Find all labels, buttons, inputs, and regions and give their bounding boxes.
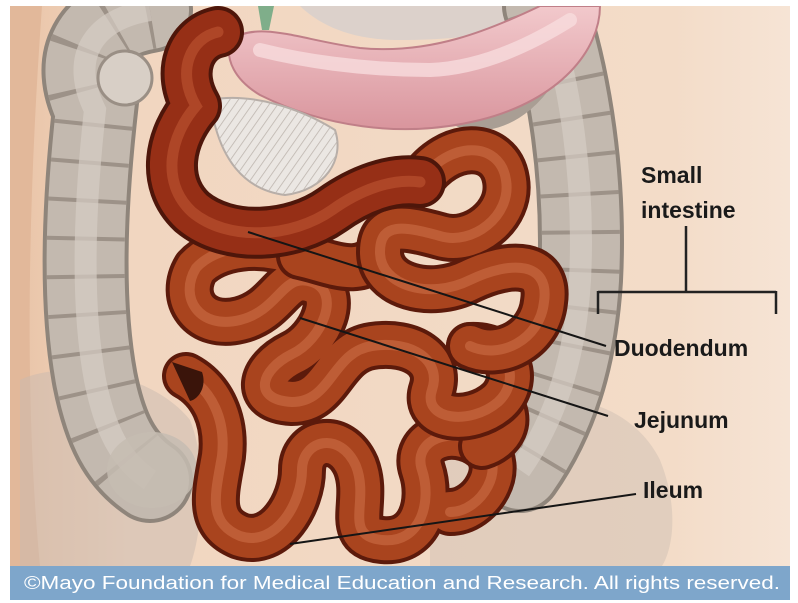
label-ileum: Ileum <box>643 477 703 503</box>
credit-text: ©Mayo Foundation for Medical Education a… <box>24 573 780 593</box>
label-small-intestine-line1: Small <box>641 162 702 188</box>
label-jejunum: Jejunum <box>634 407 729 433</box>
label-small-intestine-line2: intestine <box>641 197 736 223</box>
anatomy-artwork: Small intestine Duodendum Jejunum Ileum <box>10 6 790 566</box>
label-duodenum: Duodendum <box>614 335 748 361</box>
